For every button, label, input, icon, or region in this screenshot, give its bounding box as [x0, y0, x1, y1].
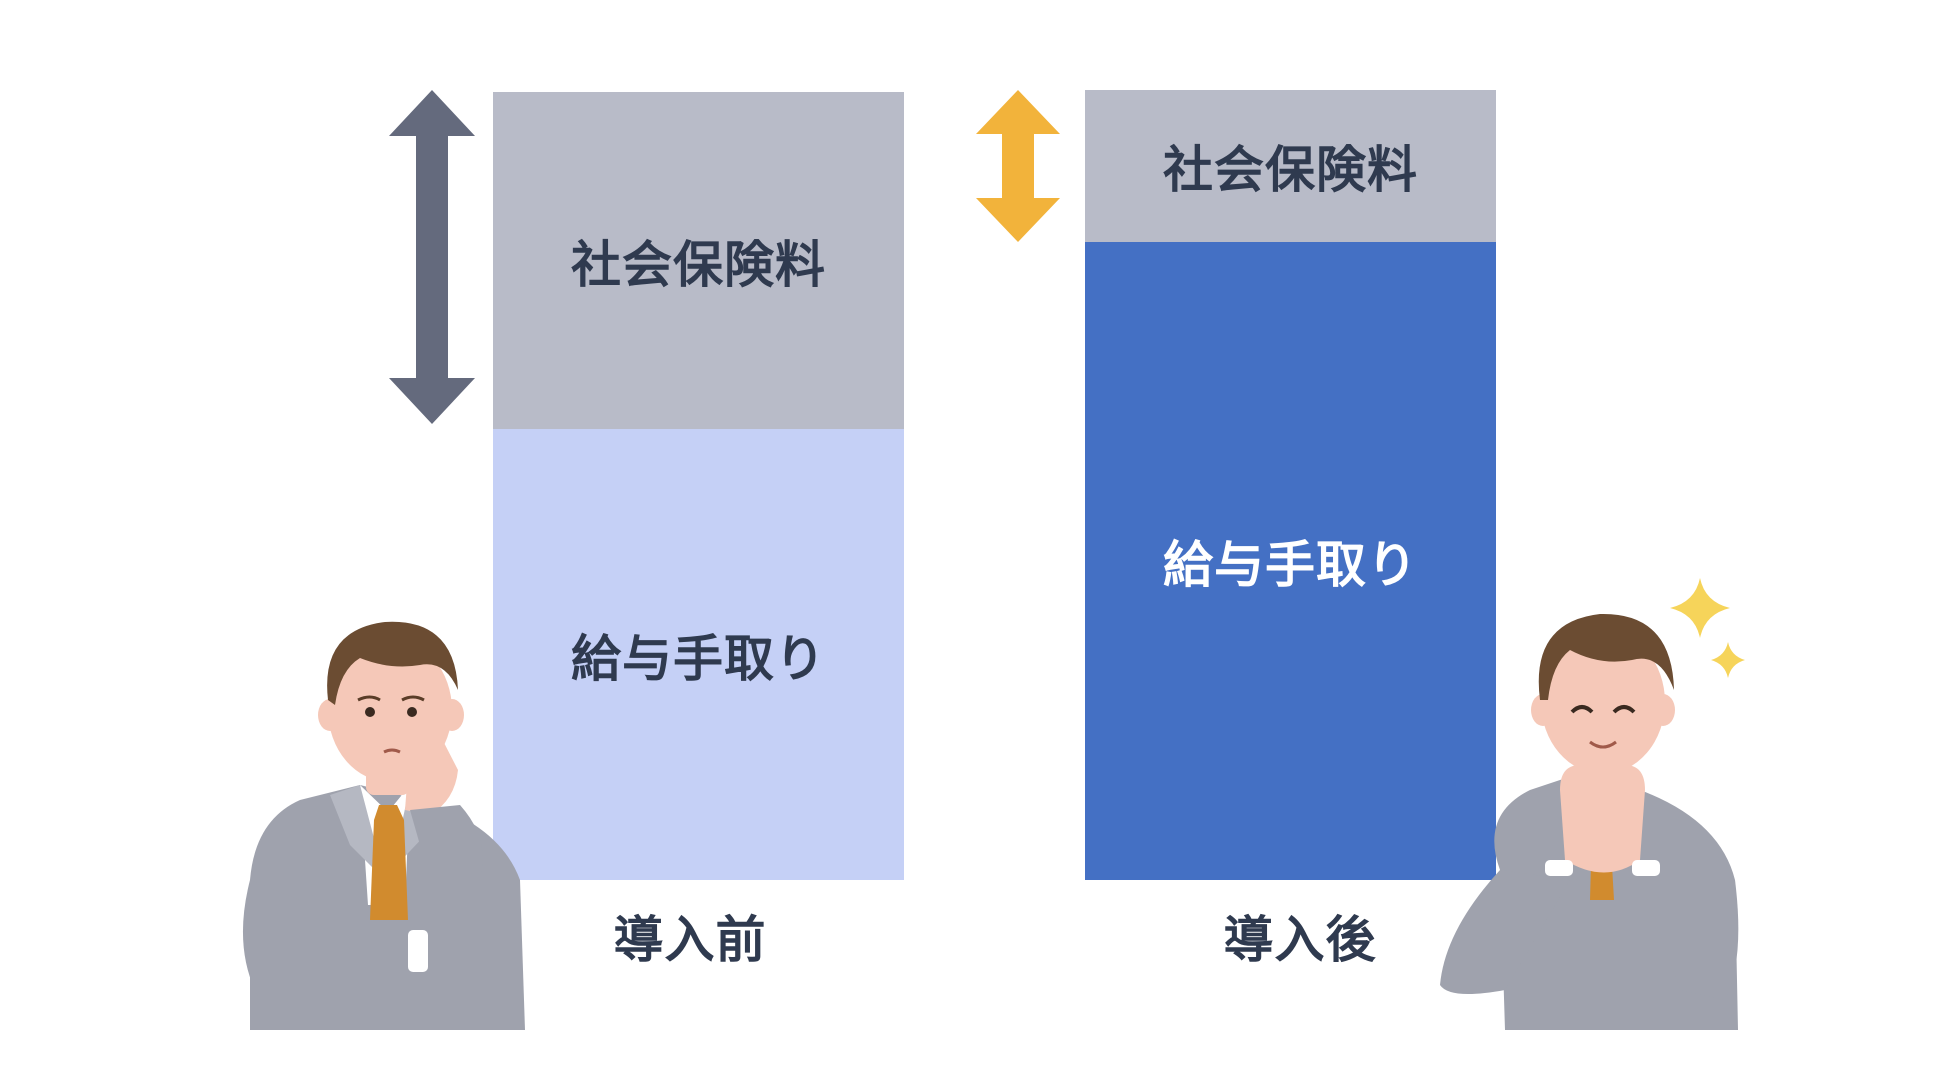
- before-take-home-pay-block: 給与手取り: [493, 429, 904, 880]
- before-caption: 導入前: [613, 911, 767, 969]
- after-social-insurance-label: 社会保険料: [1163, 141, 1418, 199]
- sparkle-icon: [1670, 578, 1745, 678]
- double-arrow-vertical-icon: [389, 90, 475, 424]
- happy-businessman-illustration: [1440, 613, 1739, 1030]
- double-arrow-vertical-icon: [976, 90, 1060, 242]
- after-take-home-pay-label: 給与手取り: [1163, 536, 1418, 594]
- worried-businessman-illustration: [242, 621, 525, 1030]
- after-social-insurance-block: 社会保険料: [1085, 90, 1496, 242]
- before-social-insurance-label: 社会保険料: [571, 235, 826, 294]
- before-social-insurance-block: 社会保険料: [493, 92, 904, 429]
- after-caption: 導入後: [1223, 911, 1377, 969]
- after-take-home-pay-block: 給与手取り: [1085, 242, 1496, 880]
- before-take-home-pay-label: 給与手取り: [571, 629, 826, 688]
